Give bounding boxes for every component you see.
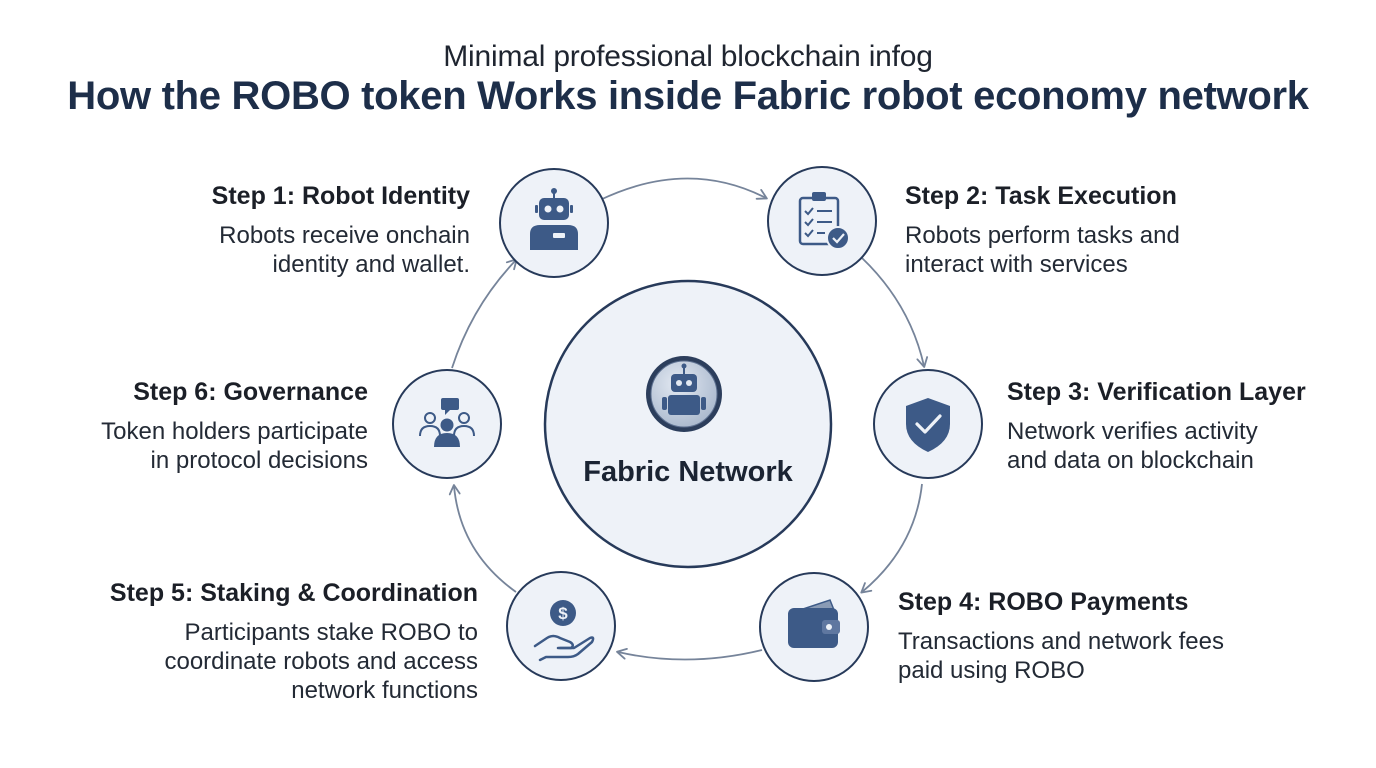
robot-icon [646, 356, 722, 432]
step-1-text: Step 1: Robot Identity Robots receive on… [212, 182, 470, 279]
step-title: Step 2: Task Execution [905, 182, 1177, 210]
step-2-node [767, 166, 877, 276]
step-5-node: $ [506, 571, 616, 681]
step-3-text: Step 3: Verification Layer Network verif… [1007, 378, 1306, 475]
shield-check-icon [906, 398, 950, 452]
step-description: Robots receive onchain identity and wall… [219, 222, 470, 278]
people-chat-icon [419, 398, 475, 447]
robot-icon [530, 188, 578, 250]
step-title: Step 3: Verification Layer [1007, 378, 1306, 406]
arrow-step2-to-step3 [861, 257, 929, 368]
step-title: Step 5: Staking & Coordination [109, 579, 478, 607]
wallet-icon [788, 599, 840, 648]
step-2-text: Step 2: Task Execution Robots perform ta… [905, 182, 1180, 279]
step-description: Robots perform tasks and interact with s… [905, 222, 1180, 278]
cycle-arrows [448, 177, 929, 661]
step-3-node [873, 369, 983, 479]
step-5-text: Step 5: Staking & Coordination Participa… [110, 579, 478, 705]
arrow-step5-to-step6 [448, 484, 517, 593]
arrow-step3-to-step4 [860, 483, 923, 594]
step-title: Step 1: Robot Identity [211, 182, 470, 210]
step-4-node [759, 572, 869, 682]
checklist-icon [798, 192, 850, 250]
step-1-node [499, 168, 609, 278]
svg-text:$: $ [558, 604, 568, 623]
center-label: Fabric Network [583, 456, 793, 488]
step-title: Step 6: Governance [133, 378, 368, 406]
step-description: Network verifies activity and data on bl… [1007, 418, 1258, 474]
diagram-title: How the ROBO token Works inside Fabric r… [67, 74, 1309, 118]
step-description: Token holders participate in protocol de… [101, 418, 368, 474]
center-node [543, 279, 833, 569]
step-description: Transactions and network fees paid using… [898, 628, 1224, 684]
step-title: Step 4: ROBO Payments [898, 588, 1189, 616]
arrow-step4-to-step5 [616, 648, 763, 661]
step-6-node [392, 369, 502, 479]
arrow-step6-to-step1 [451, 258, 518, 369]
step-4-text: Step 4: ROBO Payments Transactions and n… [898, 588, 1224, 685]
arrow-step1-to-step2 [599, 177, 768, 201]
step-description: Participants stake ROBO to coordinate ro… [164, 619, 478, 704]
coin-hand-icon: $ [533, 600, 595, 662]
step-6-text: Step 6: Governance Token holders partici… [101, 378, 368, 475]
diagram-subtitle: Minimal professional blockchain infog [443, 40, 933, 73]
